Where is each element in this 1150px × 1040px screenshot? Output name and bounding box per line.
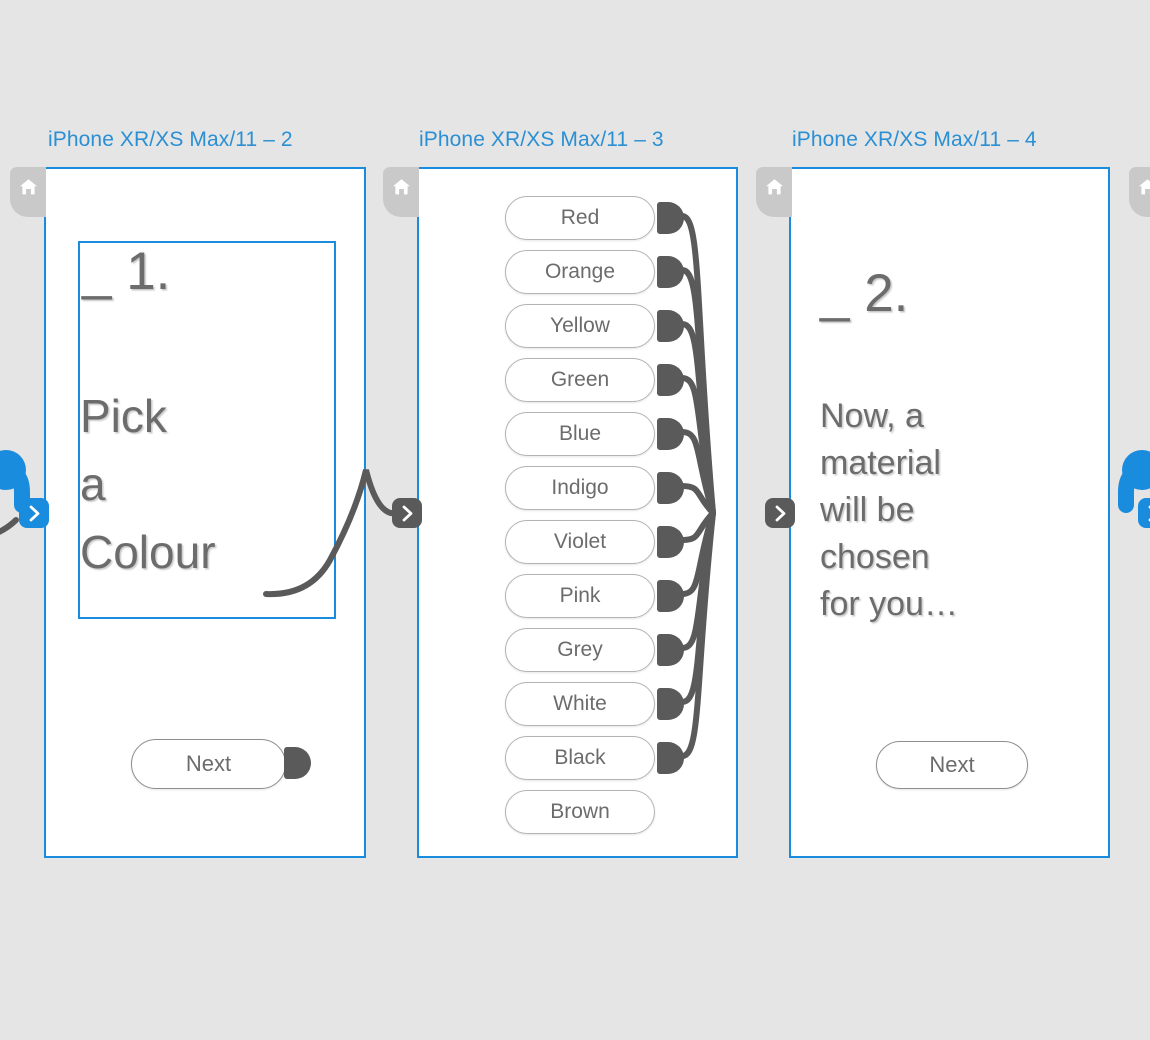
home-tab-3[interactable] [383, 167, 419, 217]
arrow-chip-incoming-1[interactable] [19, 498, 49, 528]
colour-option-black[interactable]: Black [505, 736, 655, 780]
colour-option-pink[interactable]: Pink [505, 574, 655, 618]
next-button-2[interactable]: Next [131, 739, 286, 789]
artboard-4[interactable]: _ 2. Now, a material will be chosen for … [789, 167, 1110, 858]
colour-option-connector-yellow[interactable] [657, 310, 684, 342]
colour-option-label: Green [550, 368, 610, 391]
colour-option-label: Yellow [550, 314, 610, 337]
colour-option-indigo[interactable]: Indigo [505, 466, 655, 510]
colour-option-white[interactable]: White [505, 682, 655, 726]
chevron-right-icon [775, 505, 785, 521]
colour-option-green[interactable]: Green [505, 358, 655, 402]
next-button-label: Next [185, 751, 232, 776]
heading-number-1: _ 1. [82, 242, 171, 301]
arrow-chip-artboard-3-entry[interactable] [392, 498, 422, 528]
colour-option-yellow[interactable]: Yellow [505, 304, 655, 348]
colour-option-label: Brown [550, 800, 610, 823]
arrow-chip-artboard-4-entry[interactable] [765, 498, 795, 528]
artboard-label-2: iPhone XR/XS Max/11 – 2 [48, 128, 293, 151]
colour-option-label: Violet [553, 530, 607, 553]
colour-option-red[interactable]: Red [505, 196, 655, 240]
colour-option-orange[interactable]: Orange [505, 250, 655, 294]
colour-option-brown[interactable]: Brown [505, 790, 655, 834]
colour-option-connector-pink[interactable] [657, 580, 684, 612]
next-button-connector-handle[interactable] [284, 747, 311, 779]
next-button-4[interactable]: Next [876, 741, 1028, 789]
home-icon [19, 179, 37, 195]
colour-option-connector-grey[interactable] [657, 634, 684, 666]
chevron-right-icon [1148, 505, 1150, 521]
colour-option-connector-blue[interactable] [657, 418, 684, 450]
home-icon [392, 179, 410, 195]
heading-number-2: _ 2. [820, 264, 909, 323]
colour-option-connector-white[interactable] [657, 688, 684, 720]
text-frame-2 [78, 241, 336, 619]
home-tab-4[interactable] [756, 167, 792, 217]
next-button-label: Next [929, 752, 975, 777]
home-icon [765, 179, 783, 195]
chevron-right-icon [29, 505, 39, 521]
chevron-right-icon [402, 505, 412, 521]
wire-blue-left-node [0, 450, 26, 490]
home-tab-next[interactable] [1129, 167, 1150, 217]
body-text-1: Pick a Colour [80, 390, 216, 579]
colour-option-label: Black [554, 746, 606, 769]
colour-option-label: Pink [559, 584, 601, 607]
colour-option-connector-violet[interactable] [657, 526, 684, 558]
colour-option-label: Grey [557, 638, 603, 661]
arrow-chip-outgoing-right[interactable] [1138, 498, 1150, 528]
home-tab-2[interactable] [10, 167, 46, 217]
artboard-label-4: iPhone XR/XS Max/11 – 4 [792, 128, 1037, 151]
colour-option-blue[interactable]: Blue [505, 412, 655, 456]
wire-blue-left [0, 462, 30, 513]
artboard-2[interactable]: _ 1. Pick a Colour Next [44, 167, 366, 858]
colour-option-label: White [553, 692, 607, 715]
wire-blue-right-node [1122, 450, 1150, 490]
colour-option-grey[interactable]: Grey [505, 628, 655, 672]
colour-option-label: Indigo [551, 476, 609, 499]
colour-option-label: Blue [558, 422, 602, 445]
artboard-label-3: iPhone XR/XS Max/11 – 3 [419, 128, 664, 151]
colour-option-connector-indigo[interactable] [657, 472, 684, 504]
home-icon [1138, 179, 1150, 195]
colour-option-label: Orange [544, 260, 616, 283]
wire-incoming-left [0, 517, 19, 535]
colour-option-label: Red [560, 206, 600, 229]
colour-option-violet[interactable]: Violet [505, 520, 655, 564]
colour-option-connector-orange[interactable] [657, 256, 684, 288]
colour-option-connector-black[interactable] [657, 742, 684, 774]
body-text-2: Now, a material will be chosen for you… [820, 397, 958, 623]
colour-option-connector-red[interactable] [657, 202, 684, 234]
colour-option-connector-green[interactable] [657, 364, 684, 396]
